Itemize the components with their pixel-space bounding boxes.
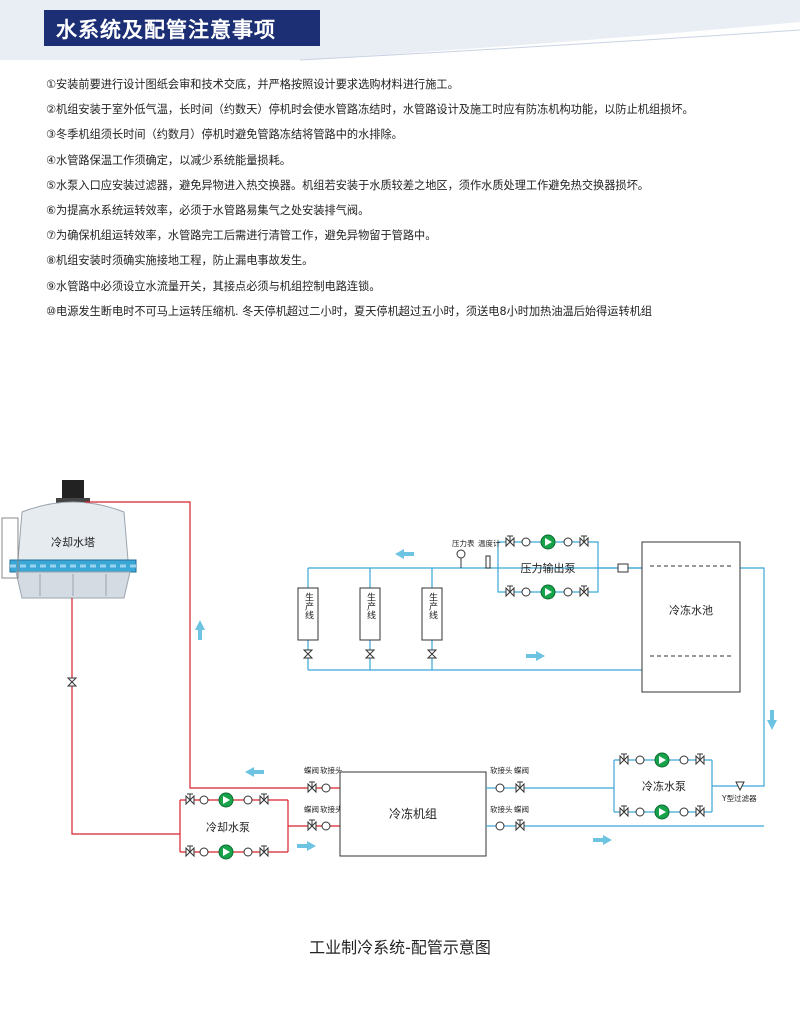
pressure-gauge-label: 压力表 bbox=[452, 538, 475, 548]
svg-text:生产线: 生产线 bbox=[303, 591, 314, 619]
cooling-pump-group: 冷却水泵 bbox=[185, 792, 269, 860]
svg-text:软接头: 软接头 bbox=[490, 804, 513, 814]
note-item: ⑩电源发生断电时不可马上运转压缩机. 冬天停机超过二小时，夏天停机超过五小时，须… bbox=[46, 304, 653, 318]
chilled-pump-label: 冷冻水泵 bbox=[642, 779, 686, 793]
svg-text:Y型过滤器: Y型过滤器 bbox=[721, 793, 757, 803]
output-pump-group: 压力输出泵 bbox=[505, 534, 589, 600]
y-filter: Y型过滤器 bbox=[721, 781, 757, 803]
chilled-water-tank: 冷冻水池 bbox=[617, 541, 741, 693]
note-item: ④水管路保温工作须确定，以减少系统能量损耗。 bbox=[46, 153, 291, 167]
chiller-label: 冷冻机组 bbox=[389, 806, 437, 821]
tank-label: 冷冻水池 bbox=[669, 603, 713, 617]
note-item: ⑤水泵入口应安装过滤器，避免异物进入热交换器。机组若安装于水质较差之地区，须作水… bbox=[46, 178, 649, 192]
svg-text:生产线: 生产线 bbox=[365, 591, 376, 619]
notes-list: ①安装前要进行设计图纸会审和技术交底，并严格按照设计要求选购材料进行施工。 ②机… bbox=[46, 76, 786, 328]
production-line-2: 生产线 bbox=[359, 587, 381, 659]
note-item: ③冬季机组须长时间（约数月）停机时避免管路冻结将管路中的水排除。 bbox=[46, 128, 403, 142]
note-item: ①安装前要进行设计图纸会审和技术交底，并严格按照设计要求选购材料进行施工。 bbox=[46, 78, 459, 91]
diagram-caption: 工业制冷系统-配管示意图 bbox=[309, 938, 491, 957]
svg-text:软接头: 软接头 bbox=[320, 804, 343, 814]
cooling-tower-label: 冷却水塔 bbox=[51, 536, 95, 549]
cooling-pump-label: 冷却水泵 bbox=[206, 821, 250, 834]
chiller-right-fittings: 软接头 蝶阀 软接头 蝶阀 bbox=[490, 765, 529, 831]
svg-text:蝶阀: 蝶阀 bbox=[514, 765, 529, 775]
svg-text:蝶阀: 蝶阀 bbox=[304, 804, 319, 814]
tower-drain-valve bbox=[67, 677, 77, 687]
svg-text:蝶阀: 蝶阀 bbox=[304, 765, 319, 775]
note-item: ⑦为确保机组运转效率，水管路完工后需进行清管工作，避免异物留于管路中。 bbox=[46, 229, 437, 243]
note-item: ⑧机组安装时须确实施接地工程，防止漏电事故发生。 bbox=[46, 254, 314, 268]
cooling-water-pipes bbox=[71, 501, 340, 853]
chiller-left-fittings: 蝶阀 软接头 蝶阀 软接头 bbox=[304, 765, 343, 831]
title-banner bbox=[44, 10, 320, 46]
svg-text:软接头: 软接头 bbox=[490, 765, 513, 775]
production-line-3: 生产线 bbox=[421, 587, 443, 659]
gauges: 压力表 温度计 bbox=[452, 538, 501, 569]
svg-text:蝶阀: 蝶阀 bbox=[514, 804, 529, 814]
cooling-tower: 冷却水塔 bbox=[1, 480, 137, 599]
output-pump-label: 压力输出泵 bbox=[521, 561, 576, 575]
svg-text:生产线: 生产线 bbox=[427, 591, 438, 619]
page-title: 水系统及配管注意事项 bbox=[56, 18, 276, 42]
note-item: ⑨水管路中必须设立水流量开关，其接点必须与机组控制电路连锁。 bbox=[46, 279, 381, 293]
svg-text:软接头: 软接头 bbox=[320, 765, 343, 775]
flow-arrows bbox=[195, 549, 777, 851]
thermometer-label: 温度计 bbox=[478, 538, 501, 548]
note-item: ⑥为提高水系统运转效率，必须于水管路易集气之处安装排气阀。 bbox=[46, 203, 370, 217]
note-item: ②机组安装于室外低气温，长时间（约数天）停机时会使水管路冻结时，水管路设计及施工… bbox=[46, 103, 694, 117]
chiller-unit: 冷冻机组 bbox=[339, 771, 487, 857]
piping-diagram: 冷却水塔 冷却水泵 蝶阀 软接头 蝶阀 软接头 冷冻机组 bbox=[1, 480, 777, 860]
chilled-pump-group: 冷冻水泵 bbox=[619, 752, 705, 820]
production-line-1: 生产线 bbox=[297, 587, 319, 659]
